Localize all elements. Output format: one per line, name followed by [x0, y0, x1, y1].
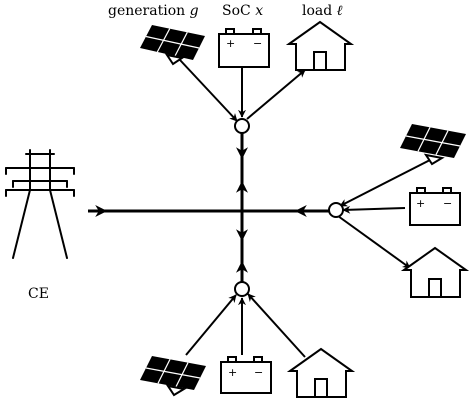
transmission-tower-icon — [5, 149, 75, 259]
house-icon — [286, 347, 356, 398]
svg-text:−: − — [254, 366, 263, 379]
svg-text:−: − — [253, 37, 262, 50]
right-node — [328, 202, 344, 218]
top-cluster — [179, 59, 306, 122]
svg-text:−: − — [443, 197, 452, 210]
ce-label: CE — [28, 286, 49, 302]
svg-text:+: + — [226, 37, 235, 50]
load-label: load ℓ — [302, 3, 343, 19]
solar-panel-icon — [140, 356, 206, 397]
battery-icon: + − — [218, 28, 270, 68]
house-icon — [400, 246, 470, 298]
svg-text:+: + — [228, 366, 237, 379]
right-cluster — [337, 159, 431, 269]
house-icon — [285, 20, 355, 71]
solar-panel-icon — [140, 25, 205, 66]
top-node — [234, 118, 250, 134]
bottom-cluster — [185, 293, 306, 358]
bottom-node — [234, 281, 250, 297]
battery-icon: + − — [409, 187, 461, 226]
main-bus — [88, 133, 329, 288]
generation-label: generation g — [108, 3, 199, 19]
soc-label: SoC x — [222, 3, 263, 19]
battery-icon: + − — [220, 356, 272, 394]
solar-panel-icon — [400, 124, 466, 166]
svg-text:+: + — [416, 197, 425, 210]
